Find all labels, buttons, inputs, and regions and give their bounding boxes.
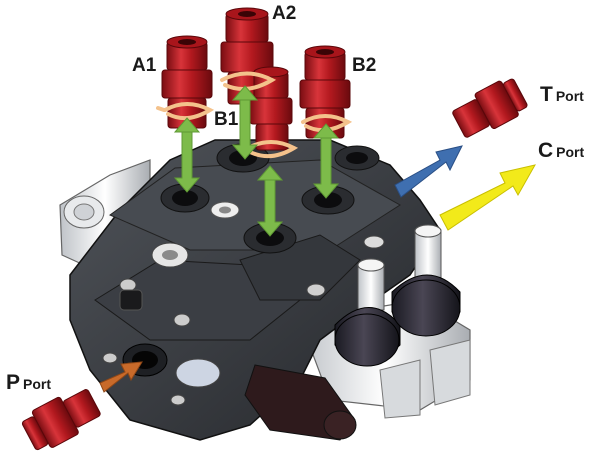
label-c-port-letter: C	[538, 139, 554, 162]
label-b2: B2	[352, 55, 377, 76]
joystick-handle-icon	[334, 224, 461, 367]
label-t-port-letter: T	[540, 83, 553, 106]
fitting-p	[21, 389, 101, 451]
label-b1: B1	[214, 109, 239, 130]
plugs	[102, 201, 385, 406]
label-p-port-word: Port	[23, 376, 52, 392]
rotation-arrow-icon	[156, 71, 353, 159]
flow-arrow-icon	[173, 85, 340, 237]
label-a1: A1	[132, 55, 157, 76]
joystick-left	[334, 258, 401, 367]
label-a2: A2	[272, 3, 297, 24]
t-port-arrow	[394, 145, 463, 198]
fitting-t	[452, 78, 528, 138]
label-t-port-word: Port	[555, 88, 584, 104]
joystick-right	[391, 224, 461, 337]
label-c-port-word: Port	[556, 144, 585, 160]
c-port-arrow	[439, 164, 536, 231]
p-port-arrow	[99, 361, 143, 393]
port-bosses	[160, 143, 380, 254]
label-p-port-letter: P	[6, 371, 21, 394]
valve-body	[69, 139, 441, 441]
relief-valve	[244, 364, 357, 441]
